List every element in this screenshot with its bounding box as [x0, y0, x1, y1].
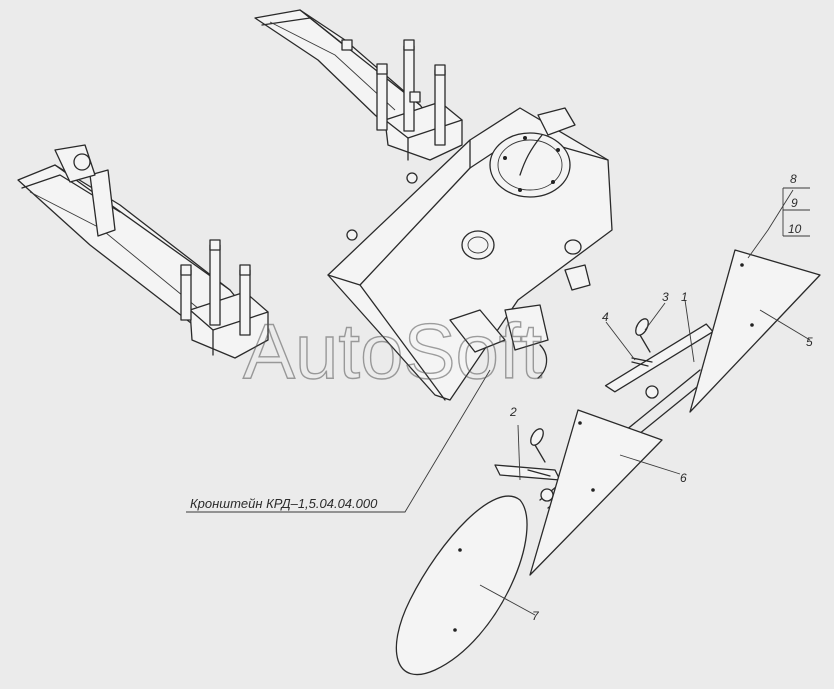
disc-part-7 [395, 495, 528, 676]
label-part-4: 4 [602, 310, 609, 324]
leader-lines [186, 187, 811, 616]
label-part-3: 3 [662, 290, 669, 304]
plate-part-5 [689, 249, 821, 413]
label-part-1: 1 [681, 290, 688, 304]
pin-part-3 [635, 318, 651, 353]
split-pin-part-4 [631, 357, 653, 367]
label-part-2: 2 [509, 405, 517, 419]
label-part-7: 7 [532, 609, 540, 623]
watermark-text: AutoSoft [243, 307, 543, 395]
label-part-8: 8 [790, 172, 797, 186]
upper-frame-beam [254, 9, 441, 151]
pin-part-2 [527, 428, 551, 477]
label-part-9: 9 [791, 196, 798, 210]
hopper [327, 107, 613, 401]
plate-part-6 [529, 409, 663, 576]
assembly-caption: Кронштейн КРД–1,5.04.04.000 [190, 496, 378, 511]
label-part-10: 10 [788, 222, 802, 236]
label-part-6: 6 [680, 471, 687, 485]
left-clamp [180, 239, 269, 359]
label-part-5: 5 [806, 335, 813, 349]
upper-clamp [341, 39, 463, 161]
